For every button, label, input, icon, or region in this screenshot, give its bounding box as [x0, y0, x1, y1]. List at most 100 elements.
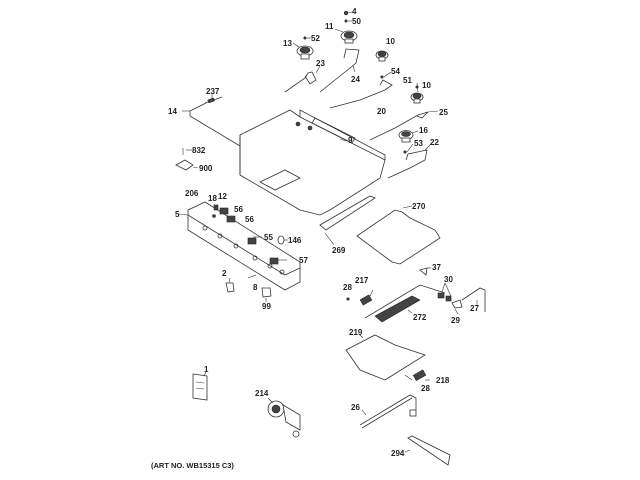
callout-214[interactable]: 214: [255, 389, 269, 398]
burner-box-9[interactable]: [239, 109, 386, 216]
callout-237[interactable]: 237: [206, 87, 220, 96]
tube-23[interactable]: [284, 71, 317, 93]
callout-12[interactable]: 12: [218, 192, 227, 201]
callout-51[interactable]: 51: [403, 76, 412, 85]
screw-28-upper[interactable]: [346, 297, 350, 301]
callout-99[interactable]: 99: [262, 302, 271, 311]
callout-13[interactable]: 13: [283, 39, 292, 48]
valve-56-lower[interactable]: [226, 215, 236, 223]
callout-9[interactable]: 9: [348, 136, 353, 145]
valve-12[interactable]: [213, 204, 219, 211]
tube-20[interactable]: [329, 79, 393, 109]
knob-146[interactable]: [277, 235, 285, 245]
baffle-219[interactable]: [345, 334, 426, 381]
callout-37[interactable]: 37: [432, 263, 441, 272]
callout-27[interactable]: 27: [470, 304, 479, 313]
callout-5[interactable]: 5: [175, 210, 180, 219]
callout-219[interactable]: 219: [349, 328, 363, 337]
callout-52[interactable]: 52: [311, 34, 320, 43]
tube-26[interactable]: [359, 394, 417, 429]
callout-24[interactable]: 24: [351, 75, 360, 84]
valve-56-upper[interactable]: [219, 207, 229, 215]
screw-53[interactable]: [403, 150, 407, 154]
callout-30[interactable]: 30: [444, 275, 453, 284]
screw-54[interactable]: [380, 75, 384, 79]
valve-55[interactable]: [247, 237, 257, 245]
callout-218[interactable]: 218: [436, 376, 450, 385]
owners-manual-1[interactable]: [192, 373, 208, 401]
clip-900[interactable]: [175, 159, 194, 171]
burner-272[interactable]: [374, 295, 421, 323]
screw-50[interactable]: [344, 19, 348, 23]
tube-24[interactable]: [319, 48, 360, 93]
callout-4[interactable]: 4: [352, 7, 357, 16]
manifold-panel-5[interactable]: [187, 201, 301, 291]
callout-8[interactable]: 8: [253, 283, 258, 292]
callout-2[interactable]: 2: [222, 269, 227, 278]
callout-272[interactable]: 272: [413, 313, 427, 322]
manifold-14[interactable]: [189, 102, 261, 159]
leader-lines: [178, 11, 478, 453]
trim-269[interactable]: [319, 195, 376, 231]
burner-11[interactable]: [340, 30, 358, 44]
callout-146[interactable]: 146: [288, 236, 302, 245]
callout-11[interactable]: 11: [325, 22, 334, 31]
screw-4[interactable]: [343, 10, 349, 16]
callout-22[interactable]: 22: [430, 138, 439, 147]
fitting-26[interactable]: [409, 409, 417, 417]
tube-27[interactable]: [461, 287, 486, 312]
callout-206[interactable]: 206: [185, 189, 199, 198]
callout-55[interactable]: 55: [264, 233, 273, 242]
callout-56-upper[interactable]: 56: [234, 205, 243, 214]
callout-labels: 4 50 11 52 13 10 23 24 54 51 10 237 20 2…: [168, 7, 479, 458]
valve-57[interactable]: [269, 257, 279, 265]
valve-assembly-214[interactable]: [267, 400, 301, 438]
callout-832[interactable]: 832: [192, 146, 206, 155]
callout-294[interactable]: 294: [391, 449, 405, 458]
callout-14[interactable]: 14: [168, 107, 177, 116]
orifice-30[interactable]: [437, 292, 452, 302]
tube-22[interactable]: [387, 149, 428, 179]
shield-270[interactable]: [356, 209, 441, 265]
callout-54[interactable]: 54: [391, 67, 400, 76]
callout-53[interactable]: 53: [414, 139, 423, 148]
callout-57[interactable]: 57: [299, 256, 308, 265]
burner-13[interactable]: [296, 45, 314, 60]
callout-18[interactable]: 18: [208, 194, 217, 203]
screw-18[interactable]: [212, 214, 216, 218]
burner-tube[interactable]: [364, 284, 446, 319]
callout-900[interactable]: 900: [199, 164, 213, 173]
callout-1[interactable]: 1: [204, 365, 209, 374]
callout-56-lower[interactable]: 56: [245, 215, 254, 224]
callout-16[interactable]: 16: [419, 126, 428, 135]
igniter-217[interactable]: [359, 294, 373, 306]
callout-28-lower[interactable]: 28: [421, 384, 430, 393]
burner-10-front[interactable]: [410, 92, 424, 104]
knob-99[interactable]: [261, 287, 272, 298]
burner-10-rear[interactable]: [375, 50, 389, 62]
trim-294[interactable]: [407, 435, 451, 466]
igniter-218[interactable]: [412, 369, 427, 382]
callout-269[interactable]: 269: [332, 246, 346, 255]
screw-52[interactable]: [303, 36, 307, 40]
callout-23[interactable]: 23: [316, 59, 325, 68]
callout-10-rear[interactable]: 10: [386, 37, 395, 46]
callout-217[interactable]: 217: [355, 276, 369, 285]
tube-25[interactable]: [369, 111, 429, 141]
callout-10-front[interactable]: 10: [422, 81, 431, 90]
fitting-29[interactable]: [451, 299, 463, 309]
bracket-37[interactable]: [419, 267, 428, 276]
bracket-8[interactable]: [247, 274, 257, 279]
burner-16[interactable]: [398, 130, 414, 143]
callout-29[interactable]: 29: [451, 316, 460, 325]
callout-25[interactable]: 25: [439, 108, 448, 117]
callout-50[interactable]: 50: [352, 17, 361, 26]
callout-28-upper[interactable]: 28: [343, 283, 352, 292]
screw-28-lower[interactable]: [404, 374, 413, 381]
callout-20[interactable]: 20: [377, 107, 386, 116]
knob-2[interactable]: [225, 282, 235, 293]
callout-270[interactable]: 270: [412, 202, 426, 211]
callout-26[interactable]: 26: [351, 403, 360, 412]
screw-51[interactable]: [415, 85, 419, 89]
